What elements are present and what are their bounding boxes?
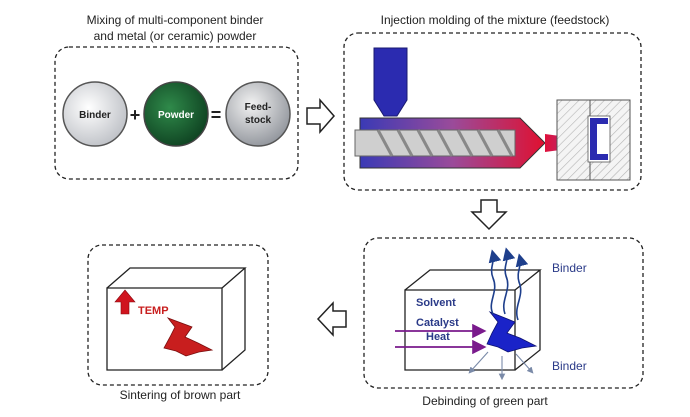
binder-drip-arrows	[468, 351, 534, 381]
mixing-caption-line1: Mixing of multi-component binder	[86, 13, 264, 27]
feedstock-circle	[225, 81, 291, 147]
sintering-cube	[106, 267, 247, 371]
binder-vapor-arrows	[488, 247, 529, 321]
arrow-injection-to-debinding	[470, 199, 508, 231]
powder-circle	[143, 81, 209, 147]
debinding-caption: Debinding of green part	[422, 394, 548, 408]
screw-flights	[376, 129, 514, 157]
plus-sign: +	[130, 105, 141, 125]
injection-box	[343, 32, 642, 191]
sintering-caption: Sintering of brown part	[119, 388, 241, 402]
feedstock-label-line1: Feed-	[245, 102, 272, 113]
arrow-mixing-to-injection	[306, 98, 335, 134]
binder-bottom-label: Binder	[552, 359, 587, 373]
powder-label: Powder	[158, 110, 194, 121]
mixing-caption: Mixing of multi-component binder and met…	[40, 12, 310, 44]
molded-part	[590, 118, 608, 160]
binder-label: Binder	[79, 110, 111, 121]
green-part	[486, 311, 538, 353]
catalyst-label: Catalyst	[416, 317, 459, 329]
binder-circle	[62, 81, 128, 147]
arrow-debinding-to-sintering	[316, 301, 347, 337]
solvent-label: Solvent	[416, 297, 456, 309]
mixing-caption-line2: and metal (or ceramic) powder	[93, 29, 257, 43]
hopper	[373, 47, 408, 117]
mixing-box	[54, 46, 299, 180]
equals-sign: =	[211, 105, 222, 125]
debinding-cube	[404, 269, 542, 371]
brown-part	[163, 317, 214, 357]
debinding-box	[363, 237, 644, 389]
temp-up-arrow	[114, 289, 136, 315]
binder-top-label: Binder	[552, 261, 587, 275]
injection-caption: Injection molding of the mixture (feedst…	[380, 13, 610, 27]
heat-label: Heat	[426, 331, 450, 343]
temp-label: TEMP	[138, 305, 169, 317]
feedstock-label-line2: stock	[245, 115, 272, 126]
